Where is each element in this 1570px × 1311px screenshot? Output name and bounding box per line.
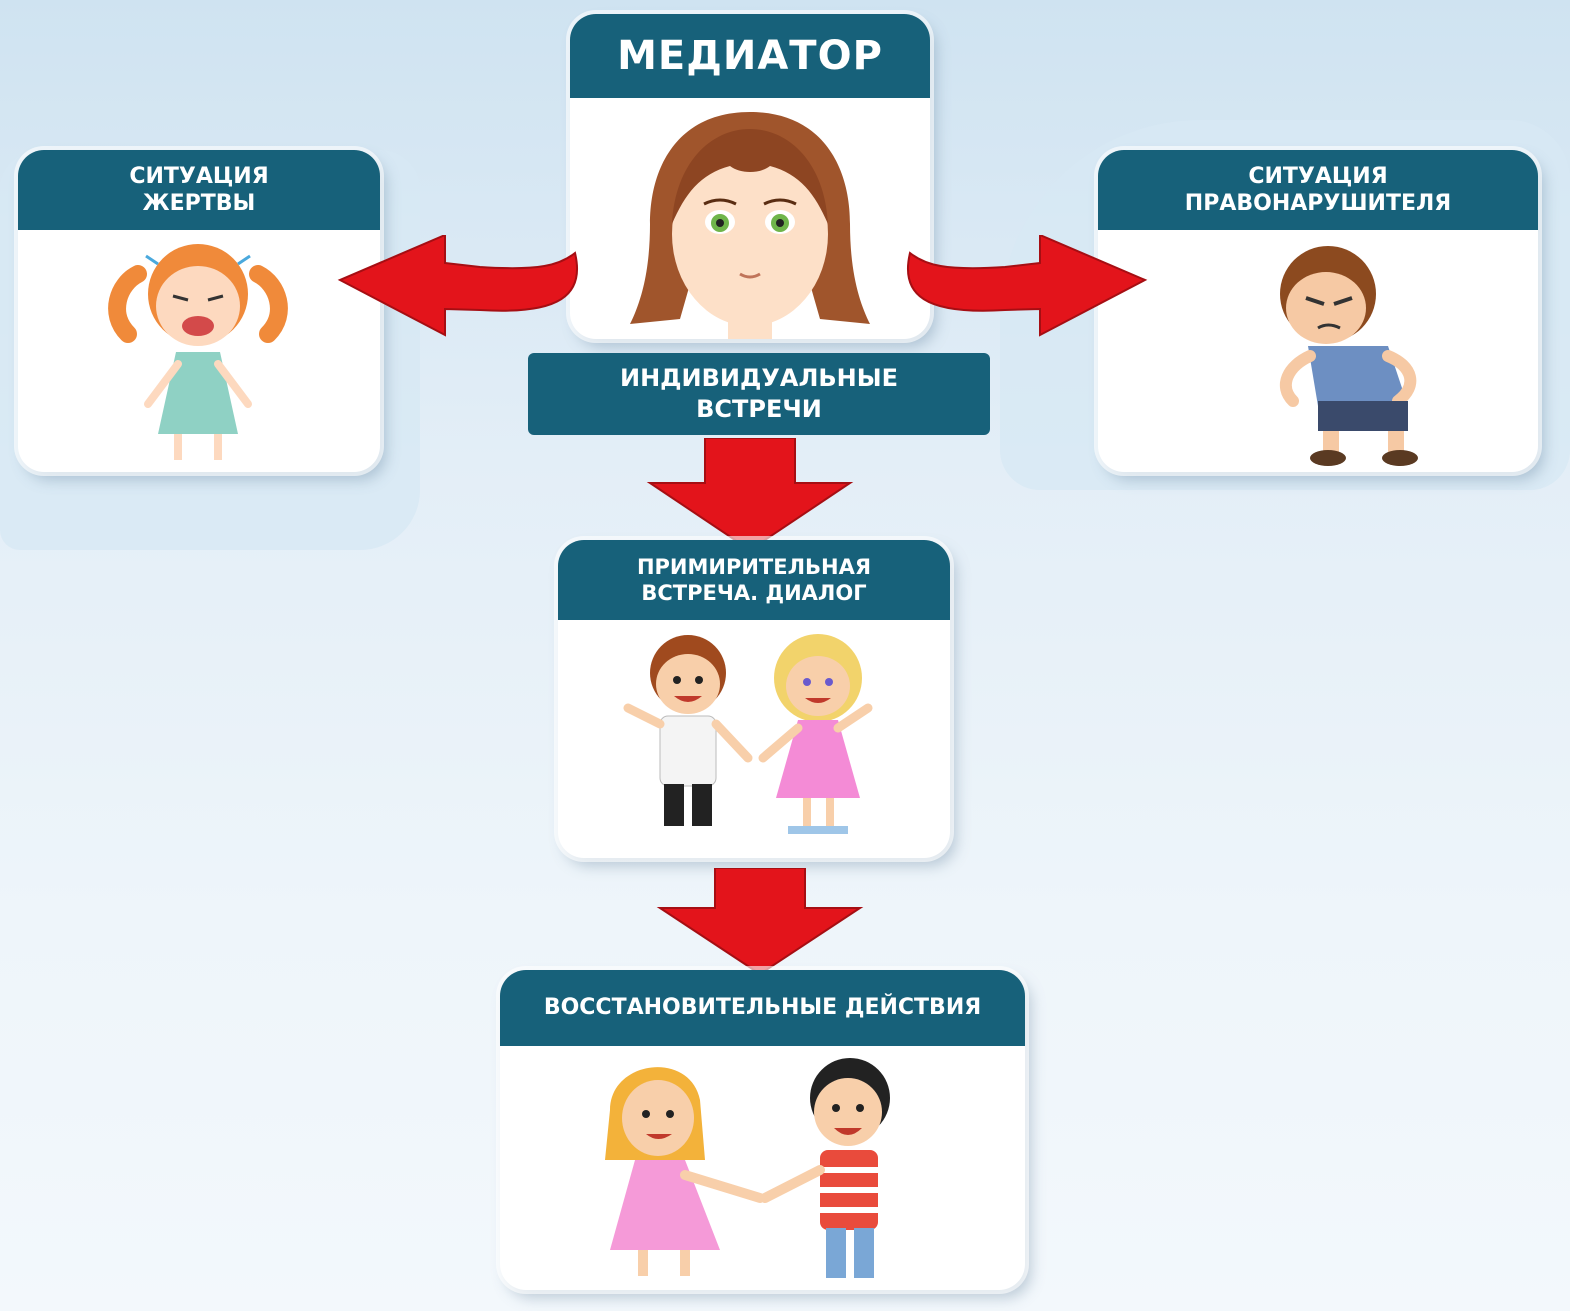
offender-title: СИТУАЦИЯ ПРАВОНАРУШИТЕЛЯ: [1098, 150, 1538, 230]
arrow-down-2: [656, 868, 864, 976]
woman-face-icon: [630, 112, 870, 339]
individual-meetings-label: ИНДИВИДУАЛЬНЫЕ ВСТРЕЧИ: [528, 353, 990, 435]
offender-card: СИТУАЦИЯ ПРАВОНАРУШИТЕЛЯ: [1098, 150, 1538, 472]
mediator-card: МЕДИАТОР: [570, 14, 930, 339]
restorative-card: ВОССТАНОВИТЕЛЬНЫЕ ДЕЙСТВИЯ: [500, 970, 1025, 1290]
handshake-kids-icon: [605, 1058, 890, 1278]
victim-title: СИТУАЦИЯ ЖЕРТВЫ: [18, 150, 380, 230]
angry-boy-icon: [1279, 246, 1418, 466]
arrow-down-1: [646, 438, 854, 552]
arrow-to-victim: [337, 235, 579, 337]
victim-card: СИТУАЦИЯ ЖЕРТВЫ: [18, 150, 380, 472]
restorative-title: ВОССТАНОВИТЕЛЬНЫЕ ДЕЙСТВИЯ: [500, 970, 1025, 1046]
mediator-title: МЕДИАТОР: [570, 14, 930, 98]
crying-girl-icon: [108, 244, 288, 460]
arrow-to-offender: [906, 235, 1148, 337]
boy-and-girl-icon: [623, 634, 873, 834]
reconciliation-card: ПРИМИРИТЕЛЬНАЯ ВСТРЕЧА. ДИАЛОГ: [558, 540, 950, 858]
reconciliation-title: ПРИМИРИТЕЛЬНАЯ ВСТРЕЧА. ДИАЛОГ: [558, 540, 950, 620]
